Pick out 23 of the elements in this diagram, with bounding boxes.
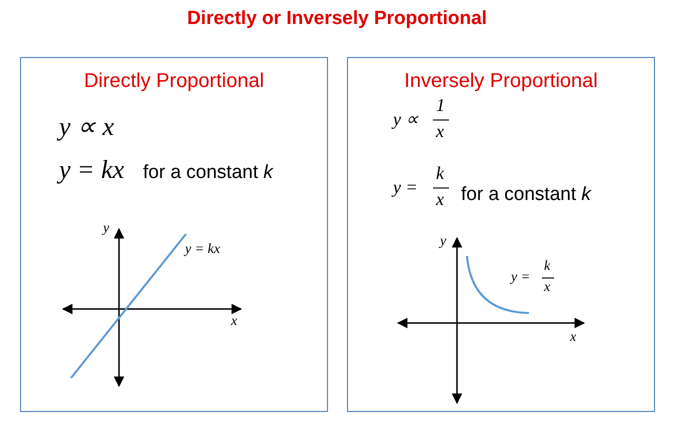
curve-label: y = kx — [185, 242, 220, 258]
axis-label: y — [103, 221, 110, 236]
fraction-numerator: 1 — [436, 96, 445, 116]
curve-label: y = — [511, 270, 530, 286]
caption-text: for a constant k — [143, 163, 273, 184]
formula: y ∝ x — [59, 113, 114, 142]
fraction-numerator: k — [544, 259, 550, 274]
panel-heading: Inversely Proportional — [403, 70, 599, 92]
formula: y = kx — [59, 156, 124, 185]
fraction-denominator: x — [436, 190, 444, 210]
panel-box — [20, 57, 328, 412]
panel-box — [347, 57, 655, 412]
panel-heading: Directly Proportional — [82, 70, 266, 92]
formula: y = — [393, 178, 418, 198]
fraction-denominator: x — [544, 280, 550, 296]
axis-label: x — [570, 330, 576, 346]
diagram-title: Directly or Inversely Proportional — [186, 8, 488, 30]
formula: y ∝ — [393, 110, 418, 130]
axis-label: x — [231, 314, 238, 330]
caption-text: for a constant k — [461, 185, 591, 206]
axis-label: y — [440, 234, 446, 250]
fraction-numerator: k — [436, 164, 444, 184]
fraction-denominator: x — [436, 122, 444, 142]
